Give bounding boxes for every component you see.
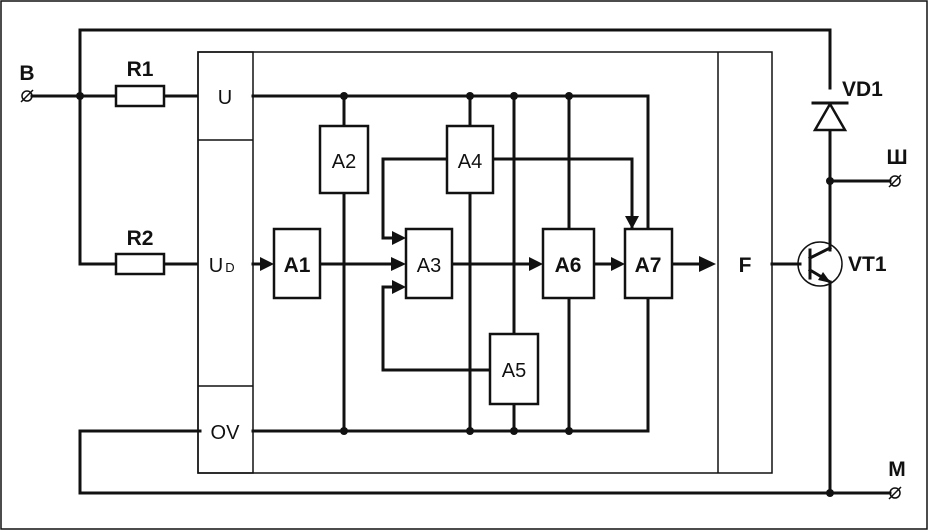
block-a2: A2 xyxy=(318,124,370,195)
arrow-a7-f xyxy=(699,256,716,272)
diode-vd1-label: VD1 xyxy=(842,78,883,101)
resistor-r2 xyxy=(114,252,166,276)
block-a4: A4 xyxy=(445,124,495,195)
block-a5: A5 xyxy=(488,332,540,406)
block-a5-label: A5 xyxy=(502,360,526,382)
arrowheads xyxy=(260,216,716,294)
transistor-vt1-label: VT1 xyxy=(848,253,887,276)
block-a1-label: A1 xyxy=(284,254,311,277)
arrow-ud-a1 xyxy=(260,257,274,271)
arrow-a1-a3 xyxy=(391,257,406,271)
arrow-a4-a3 xyxy=(392,231,406,245)
resistor-r2-label: R2 xyxy=(127,227,154,250)
input-ov-label: OV xyxy=(211,422,241,444)
terminal-sh xyxy=(888,174,902,188)
terminal-m-label: M xyxy=(888,458,906,481)
external-wiring xyxy=(30,28,892,495)
diode-vd1-symbol xyxy=(811,101,849,132)
terminal-b xyxy=(20,89,34,103)
block-a4-label: A4 xyxy=(458,151,482,173)
block-f-label: F xyxy=(739,254,752,277)
block-a1: A1 xyxy=(272,227,322,300)
resistor-r1-label: R1 xyxy=(127,58,154,81)
block-a7: A7 xyxy=(623,227,674,300)
block-a3: A3 xyxy=(404,227,454,300)
arrow-a4-a7 xyxy=(625,216,639,229)
block-a3-label: A3 xyxy=(417,255,441,277)
input-ud-subscript: D xyxy=(225,260,234,275)
arrow-a6-a7 xyxy=(611,257,625,271)
block-a7-label: A7 xyxy=(635,254,662,277)
terminal-m xyxy=(888,486,902,500)
input-ud-label: U xyxy=(209,255,223,277)
arrow-a5-a3 xyxy=(392,280,406,294)
internal-wiring xyxy=(251,94,702,433)
block-a6-label: A6 xyxy=(555,254,582,277)
resistor-r1 xyxy=(114,84,166,108)
transistor-vt1-symbol xyxy=(797,241,843,287)
block-a6: A6 xyxy=(541,227,596,300)
terminal-sh-label: Ш xyxy=(886,146,907,169)
arrow-a3-a6 xyxy=(529,257,543,271)
terminal-b-label: B xyxy=(19,62,34,85)
junction-dots xyxy=(76,92,834,497)
input-u-label: U xyxy=(218,87,232,109)
block-a2-label: A2 xyxy=(332,151,356,173)
